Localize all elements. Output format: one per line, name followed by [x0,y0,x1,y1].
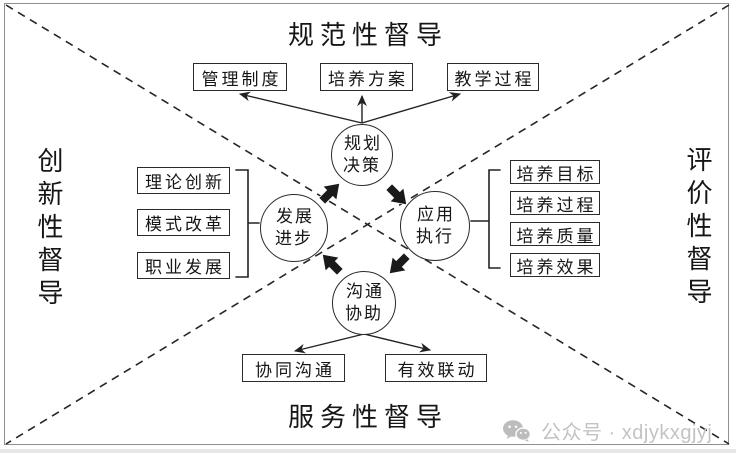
bottom-edge-strip [0,449,736,453]
outer-frame [4,3,729,445]
wechat-icon [503,419,532,442]
bottom-connector-arrows [293,333,432,354]
watermark: 公众号 · xdjykxgjyj [502,416,712,445]
left-bracket [235,169,260,278]
box-training-effect: 培养效果 [510,253,600,277]
circle-communication-assist: 沟通 协助 [332,271,396,335]
watermark-text: 公众号 · xdjykxgjyj [541,422,713,444]
dashed-diagonal-lines [5,4,730,445]
arrow-apply-to-comm [388,252,411,275]
top-title-normative-supervision: 规范性督导 [287,21,449,50]
box-teaching-process: 教学过程 [447,63,539,91]
right-bracket [470,169,501,269]
arrow-comm-to-develop [321,253,344,276]
box-training-quality: 培养质量 [510,222,600,246]
box-training-goal: 培养目标 [510,160,600,184]
box-training-process: 培养过程 [510,191,600,215]
cycle-block-arrows [318,182,411,276]
bottom-title-service-supervision: 服务性督导 [287,403,449,432]
box-career-development: 职业发展 [137,252,230,279]
arrow-plan-to-apply [385,183,408,206]
arrow-develop-to-plan [318,182,341,205]
circle-development-progress: 发展 进步 [260,194,328,262]
box-model-reform: 模式改革 [137,209,230,236]
top-connector-arrows [238,91,462,124]
circle-application-execution: 应用 执行 [400,191,470,261]
box-effective-linkage: 有效联动 [385,354,487,382]
box-management-system: 管理制度 [193,63,287,91]
box-theory-innovation: 理论创新 [137,167,230,194]
circle-planning-decision: 规划 决策 [331,124,393,186]
right-title-evaluative-supervision: 评价性督导 [683,146,712,311]
box-training-plan: 培养方案 [320,63,413,91]
left-title-innovative-supervision: 创新性督导 [34,147,63,312]
box-collaborative-communication: 协同沟通 [242,354,345,382]
